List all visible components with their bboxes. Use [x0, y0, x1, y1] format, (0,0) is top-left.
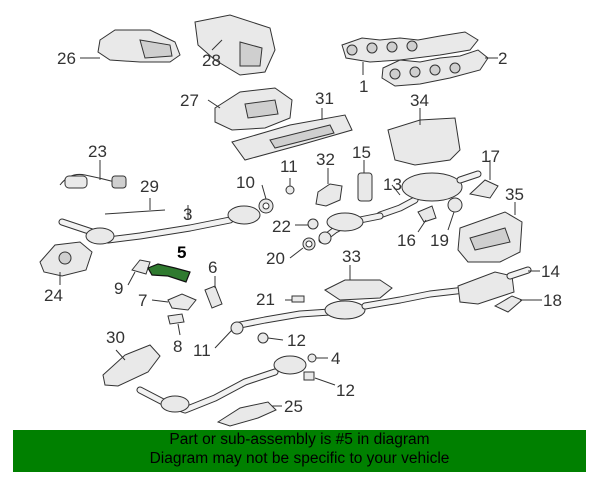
part-19-bracket[interactable]: [493, 295, 523, 313]
leader-lines: [59, 39, 542, 407]
part-11-nut[interactable]: [285, 185, 295, 195]
info-banner: Part or sub-assembly is #5 in diagram Di…: [13, 430, 586, 472]
part-27-heat-shield[interactable]: [97, 29, 181, 63]
callout-21[interactable]: 20: [266, 249, 285, 268]
part-25-heat-shield[interactable]: [39, 241, 93, 277]
callout-5[interactable]: 5: [177, 243, 186, 262]
callout-24[interactable]: 23: [88, 142, 107, 161]
callout-33[interactable]: 32: [316, 150, 335, 169]
callout-25[interactable]: 24: [44, 286, 63, 305]
part-3-front-pipe[interactable]: [58, 205, 261, 245]
part-24-oxygen-sensor[interactable]: [59, 174, 127, 189]
callout-18[interactable]: 17: [481, 147, 500, 166]
callout-11b[interactable]: 11: [193, 341, 211, 360]
part-7-bracket[interactable]: [167, 293, 197, 311]
callout-35[interactable]: 34: [410, 91, 429, 110]
part-23-clamp[interactable]: [307, 218, 319, 230]
part-1-exhaust-manifold[interactable]: [341, 31, 479, 63]
callout-19[interactable]: 18: [543, 291, 562, 310]
part-12-bolt[interactable]: [303, 371, 315, 381]
part-29-heat-shield[interactable]: [194, 14, 276, 76]
exhaust-parts-diagram: 26 28 1 2 27 31 34 23 11 32 15 17 10 29 …: [39, 14, 562, 427]
part-14-intermediate-pipe[interactable]: [318, 212, 384, 245]
callout-2[interactable]: 2: [498, 49, 507, 68]
part-13-gasket[interactable]: [257, 332, 269, 344]
part-callouts: 26 28 1 2 27 31 34 23 11 32 15 17 10 29 …: [44, 49, 562, 416]
callout-8[interactable]: 8: [173, 337, 182, 356]
part-17-hanger[interactable]: [417, 205, 437, 223]
callout-17[interactable]: 16: [397, 231, 416, 250]
part-4-nut[interactable]: [307, 353, 317, 363]
part-22-bolt[interactable]: [291, 295, 305, 303]
callout-26[interactable]: 25: [284, 397, 303, 416]
part-9-bracket[interactable]: [131, 259, 151, 275]
part-21-clamp[interactable]: [302, 237, 316, 251]
part-main-exhaust-pipe[interactable]: [230, 286, 469, 335]
callout-28[interactable]: 27: [180, 91, 199, 110]
callout-10[interactable]: 10: [236, 173, 255, 192]
part-26-heat-shield[interactable]: [216, 401, 277, 427]
part-33-bracket[interactable]: [315, 183, 343, 207]
callout-14[interactable]: 13: [383, 175, 402, 194]
part-34-heat-shield[interactable]: [324, 279, 393, 301]
callout-4[interactable]: 4: [331, 349, 340, 368]
callout-29[interactable]: 28: [202, 51, 221, 70]
callout-15[interactable]: 14: [541, 262, 560, 281]
callout-11a[interactable]: 11: [280, 157, 298, 176]
part-36-heat-shield[interactable]: [457, 211, 523, 263]
part-lower-front-pipe[interactable]: [136, 355, 307, 414]
callout-3[interactable]: 3: [183, 205, 192, 224]
callout-23[interactable]: 22: [272, 217, 291, 236]
part-2-exhaust-manifold[interactable]: [381, 49, 489, 87]
callout-36[interactable]: 35: [505, 185, 524, 204]
callout-7[interactable]: 7: [138, 291, 147, 310]
callout-30[interactable]: 29: [140, 177, 159, 196]
part-10-gasket[interactable]: [258, 198, 274, 214]
callout-20[interactable]: 19: [430, 231, 449, 250]
callout-16[interactable]: 15: [352, 143, 371, 162]
callout-31[interactable]: 30: [106, 328, 125, 347]
callout-13[interactable]: 12: [287, 331, 306, 350]
callout-32[interactable]: 31: [315, 89, 334, 108]
part-32-tunnel-heat-shield[interactable]: [231, 114, 353, 161]
callout-22[interactable]: 21: [256, 290, 275, 309]
part-5-bracket-highlighted[interactable]: [147, 263, 191, 283]
banner-line-2: Diagram may not be specific to your vehi…: [149, 450, 450, 467]
callout-9[interactable]: 9: [114, 279, 123, 298]
part-15-rear-muffler[interactable]: [457, 266, 532, 305]
callout-1[interactable]: 1: [359, 77, 368, 96]
part-30-bracket[interactable]: [104, 209, 166, 215]
part-28-heat-shield[interactable]: [214, 87, 293, 131]
callout-12[interactable]: 12: [336, 381, 355, 400]
part-35-heat-shield[interactable]: [387, 117, 461, 166]
part-31-heat-shield[interactable]: [102, 344, 161, 387]
part-18-bracket[interactable]: [468, 179, 499, 199]
part-6-bracket[interactable]: [204, 285, 223, 309]
part-8-bracket[interactable]: [167, 313, 185, 325]
callout-6[interactable]: 6: [208, 258, 217, 277]
part-20-insulator[interactable]: [447, 197, 463, 213]
callout-34[interactable]: 33: [342, 247, 361, 266]
part-16-hanger[interactable]: [357, 172, 373, 202]
callout-27[interactable]: 26: [57, 49, 76, 68]
part-14-center-muffler-assembly[interactable]: [376, 170, 482, 219]
banner-line-1: Part or sub-assembly is #5 in diagram: [169, 431, 430, 448]
